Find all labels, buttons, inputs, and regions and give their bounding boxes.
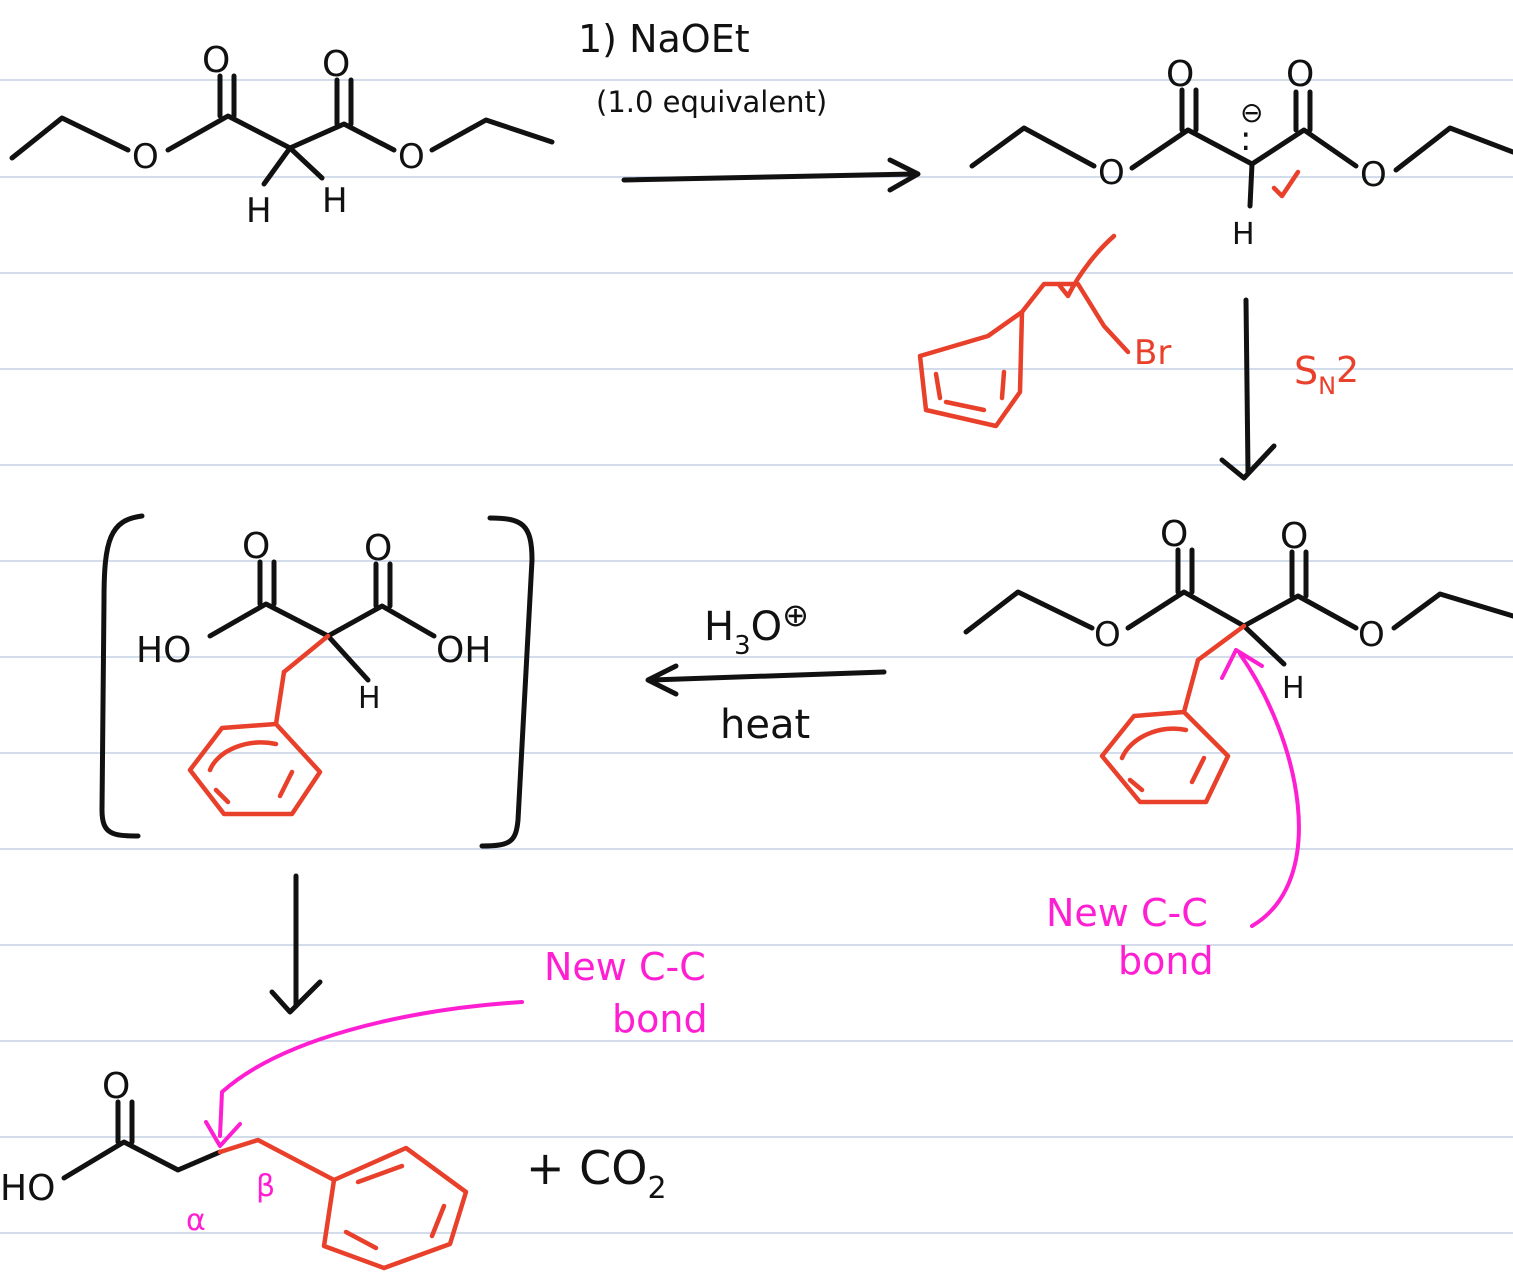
atom-o: O — [242, 526, 270, 567]
atom-o: O — [1166, 54, 1194, 95]
atom-o: O — [322, 44, 350, 85]
atom-h: H — [246, 191, 272, 231]
annotation-text: New C-C — [1046, 891, 1208, 935]
atom-o: O — [1160, 514, 1188, 555]
annotation-text: bond — [612, 997, 708, 1041]
atom-o: O — [398, 137, 425, 177]
label-sn2: SN2 — [1294, 349, 1359, 400]
byproduct-text: + CO2 — [526, 1141, 667, 1206]
new-bond-annotation-bottom: New C-C bond — [204, 945, 708, 1148]
atom-br: Br — [1134, 333, 1171, 373]
atom-h: H — [358, 681, 381, 716]
notebook-rules — [0, 79, 1513, 1234]
atom-o: O — [132, 137, 159, 177]
benzyl-malonate-ester: O O O O H — [963, 514, 1513, 805]
reagent-naoet: 1) NaOEt — [578, 17, 750, 61]
atom-h: H — [322, 181, 348, 221]
atom-ho: HO — [0, 1168, 55, 1209]
negative-charge: ⊖ — [1240, 96, 1263, 129]
checkmark-icon — [1271, 169, 1301, 199]
decarboxylation-arrow — [269, 873, 323, 1015]
diethyl-malonate: O O O O H H — [9, 40, 555, 231]
atom-ho: HO — [136, 630, 191, 671]
atom-oh: OH — [436, 630, 491, 671]
lone-pair: : — [1240, 119, 1251, 159]
atom-h: H — [1282, 671, 1305, 706]
atom-o: O — [102, 1066, 130, 1107]
atom-o: O — [1280, 516, 1308, 557]
atom-o: O — [1358, 615, 1385, 655]
reagent-hydronium: H3O⊕ — [704, 596, 809, 661]
atom-o: O — [1360, 155, 1387, 195]
byproduct-co2: + CO2 — [526, 1141, 667, 1206]
atom-o: O — [202, 40, 230, 81]
phenylpropanoic-acid: HO O α β — [0, 1066, 469, 1271]
checkmark-icon — [1057, 233, 1117, 299]
annotation-text: bond — [1118, 939, 1214, 983]
atom-h: H — [1232, 217, 1255, 252]
atom-o: O — [1286, 54, 1314, 95]
hydrolysis-conditions: H3O⊕ heat — [645, 596, 887, 748]
malonate-enolate: O O O O H : ⊖ — [969, 54, 1513, 252]
benzyl-bromide: Br SN2 — [917, 233, 1359, 481]
reagent-equivalent: (1.0 equivalent) — [596, 85, 827, 119]
benzyl-malonic-acid: HO O O OH H — [99, 513, 535, 849]
atom-o: O — [364, 528, 392, 569]
reagent-heat: heat — [720, 702, 810, 748]
new-bond-annotation-right: New C-C bond — [1046, 648, 1301, 983]
beta-label: β — [256, 1169, 275, 1204]
step1-conditions: 1) NaOEt (1.0 equivalent) — [578, 17, 921, 193]
alpha-label: α — [186, 1203, 206, 1238]
annotation-text: New C-C — [544, 945, 706, 989]
atom-o: O — [1098, 153, 1125, 193]
atom-o: O — [1094, 615, 1121, 655]
